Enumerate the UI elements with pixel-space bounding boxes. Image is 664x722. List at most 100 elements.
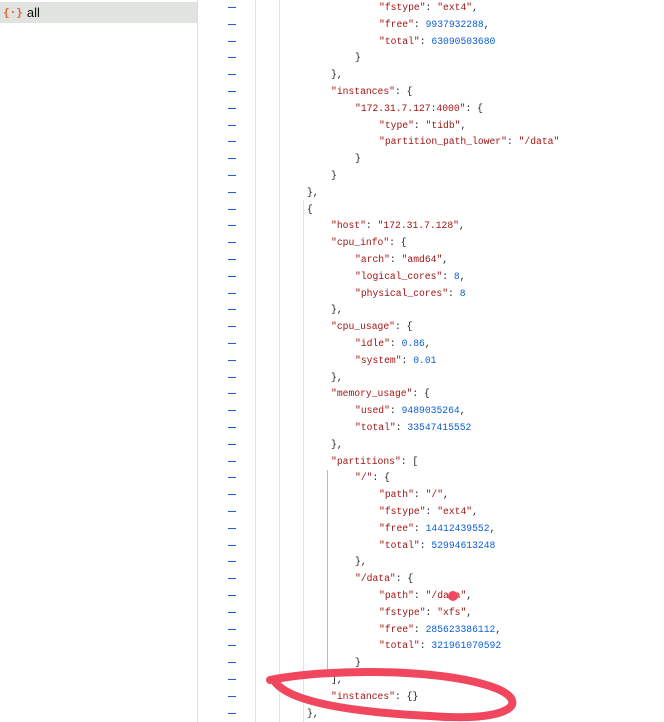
punctuation: }, xyxy=(307,707,319,719)
fold-marker-icon[interactable] xyxy=(228,343,236,344)
punctuation: : { xyxy=(372,472,390,484)
json-key-quote: " xyxy=(366,472,373,484)
fold-marker-icon[interactable] xyxy=(228,427,236,428)
json-key-quote: " xyxy=(389,321,395,333)
fold-marker-icon[interactable] xyxy=(228,544,236,546)
json-key-quote: " xyxy=(360,220,366,232)
code-text: "free": 14412439552, xyxy=(379,520,495,537)
punctuation: { xyxy=(307,203,313,215)
fold-marker-icon[interactable] xyxy=(228,309,236,311)
fold-marker-icon[interactable] xyxy=(228,645,236,647)
fold-marker-icon[interactable] xyxy=(228,326,236,328)
code-line: "path": "/data", xyxy=(198,587,664,604)
fold-marker-icon[interactable] xyxy=(228,242,236,244)
code-line: "system": 0.01 xyxy=(198,352,664,369)
fold-marker-icon[interactable] xyxy=(228,410,236,412)
colon: : xyxy=(425,506,438,517)
punctuation: , xyxy=(495,623,502,635)
code-text: }, xyxy=(331,66,343,83)
colon: : xyxy=(425,2,438,13)
code-line: "fstype": "xfs", xyxy=(198,604,664,621)
json-key-quote: " xyxy=(408,590,414,601)
code-text: "system": 0.01 xyxy=(355,352,436,369)
punctuation: , xyxy=(466,606,473,618)
fold-marker-icon[interactable] xyxy=(228,460,236,462)
colon: : xyxy=(419,640,432,652)
fold-marker-icon[interactable] xyxy=(228,74,236,76)
fold-marker-icon[interactable] xyxy=(228,662,236,664)
json-key-quote: " xyxy=(501,136,507,148)
fold-marker-icon[interactable] xyxy=(228,561,236,563)
fold-marker-icon[interactable] xyxy=(228,292,236,294)
json-key: /data xyxy=(360,573,390,585)
json-value: "/" xyxy=(425,489,444,501)
fold-marker-icon[interactable] xyxy=(228,158,236,160)
code-text: "/": { xyxy=(355,469,390,486)
json-key-quote: " xyxy=(331,455,337,467)
code-line: ], xyxy=(198,671,664,688)
json-key-quote: " xyxy=(395,354,402,366)
fold-marker-icon[interactable] xyxy=(228,477,236,479)
fold-marker-icon[interactable] xyxy=(228,359,236,361)
punctuation: } xyxy=(355,153,361,165)
code-line: "fstype": "ext4", xyxy=(198,0,664,16)
fold-marker-icon[interactable] xyxy=(228,107,236,109)
fold-marker-icon[interactable] xyxy=(228,628,236,630)
fold-marker-icon[interactable] xyxy=(228,23,236,25)
fold-marker-icon[interactable] xyxy=(228,595,236,596)
code-text: "free": 285623386112, xyxy=(379,621,501,638)
json-key-quote: " xyxy=(331,220,337,232)
code-line: } xyxy=(198,167,664,184)
json-value: 14412439552 xyxy=(425,522,490,534)
json-key-quote: " xyxy=(389,573,396,585)
code-line: "total": 33547415552 xyxy=(198,419,664,436)
punctuation: ], xyxy=(331,674,343,685)
json-editor[interactable]: "fstype": "ext4","free": 9937932288,"tot… xyxy=(198,0,664,722)
punctuation: : { xyxy=(389,237,407,249)
fold-marker-icon[interactable] xyxy=(228,611,236,613)
punctuation: } xyxy=(355,657,361,669)
fold-marker-icon[interactable] xyxy=(228,275,236,277)
json-key-quote: " xyxy=(355,422,361,433)
fold-marker-icon[interactable] xyxy=(228,91,236,92)
code-line: "instances": {} xyxy=(198,688,664,705)
code-text: } xyxy=(331,167,337,184)
json-key: free xyxy=(384,623,409,635)
code-text: "/data": { xyxy=(355,570,413,587)
json-key-quote: " xyxy=(379,539,385,551)
tree-item-all[interactable]: {·} all xyxy=(0,2,197,23)
json-key: physical_cores xyxy=(360,287,443,299)
fold-marker-icon[interactable] xyxy=(228,443,236,445)
fold-marker-icon[interactable] xyxy=(228,7,236,8)
fold-marker-icon[interactable] xyxy=(228,40,236,42)
code-line: "partitions": [ xyxy=(198,453,664,470)
fold-marker-icon[interactable] xyxy=(228,175,236,176)
fold-marker-icon[interactable] xyxy=(228,225,236,227)
json-key: path xyxy=(384,590,409,601)
punctuation: , xyxy=(458,220,465,232)
fold-marker-icon[interactable] xyxy=(228,712,236,714)
punctuation: : [ xyxy=(400,455,419,467)
json-key: idle xyxy=(360,338,385,349)
colon: : xyxy=(413,18,426,30)
fold-marker-icon[interactable] xyxy=(228,679,236,680)
fold-marker-icon[interactable] xyxy=(228,527,236,529)
fold-marker-icon[interactable] xyxy=(228,695,236,697)
fold-marker-icon[interactable] xyxy=(228,494,236,496)
fold-marker-icon[interactable] xyxy=(228,141,236,143)
fold-marker-icon[interactable] xyxy=(228,259,236,260)
fold-marker-icon[interactable] xyxy=(228,208,236,210)
code-text: { xyxy=(307,201,313,218)
fold-marker-icon[interactable] xyxy=(228,511,236,512)
code-text: "fstype": "ext4", xyxy=(379,503,478,520)
json-value: 285623386112 xyxy=(425,623,496,635)
fold-marker-icon[interactable] xyxy=(228,124,236,126)
json-value: 9489035264 xyxy=(401,405,460,417)
code-text: }, xyxy=(307,705,319,722)
fold-marker-icon[interactable] xyxy=(228,376,236,378)
fold-marker-icon[interactable] xyxy=(228,578,236,580)
fold-marker-icon[interactable] xyxy=(228,191,236,193)
code-text: }, xyxy=(331,369,343,386)
fold-marker-icon[interactable] xyxy=(228,57,236,59)
fold-marker-icon[interactable] xyxy=(228,393,236,395)
